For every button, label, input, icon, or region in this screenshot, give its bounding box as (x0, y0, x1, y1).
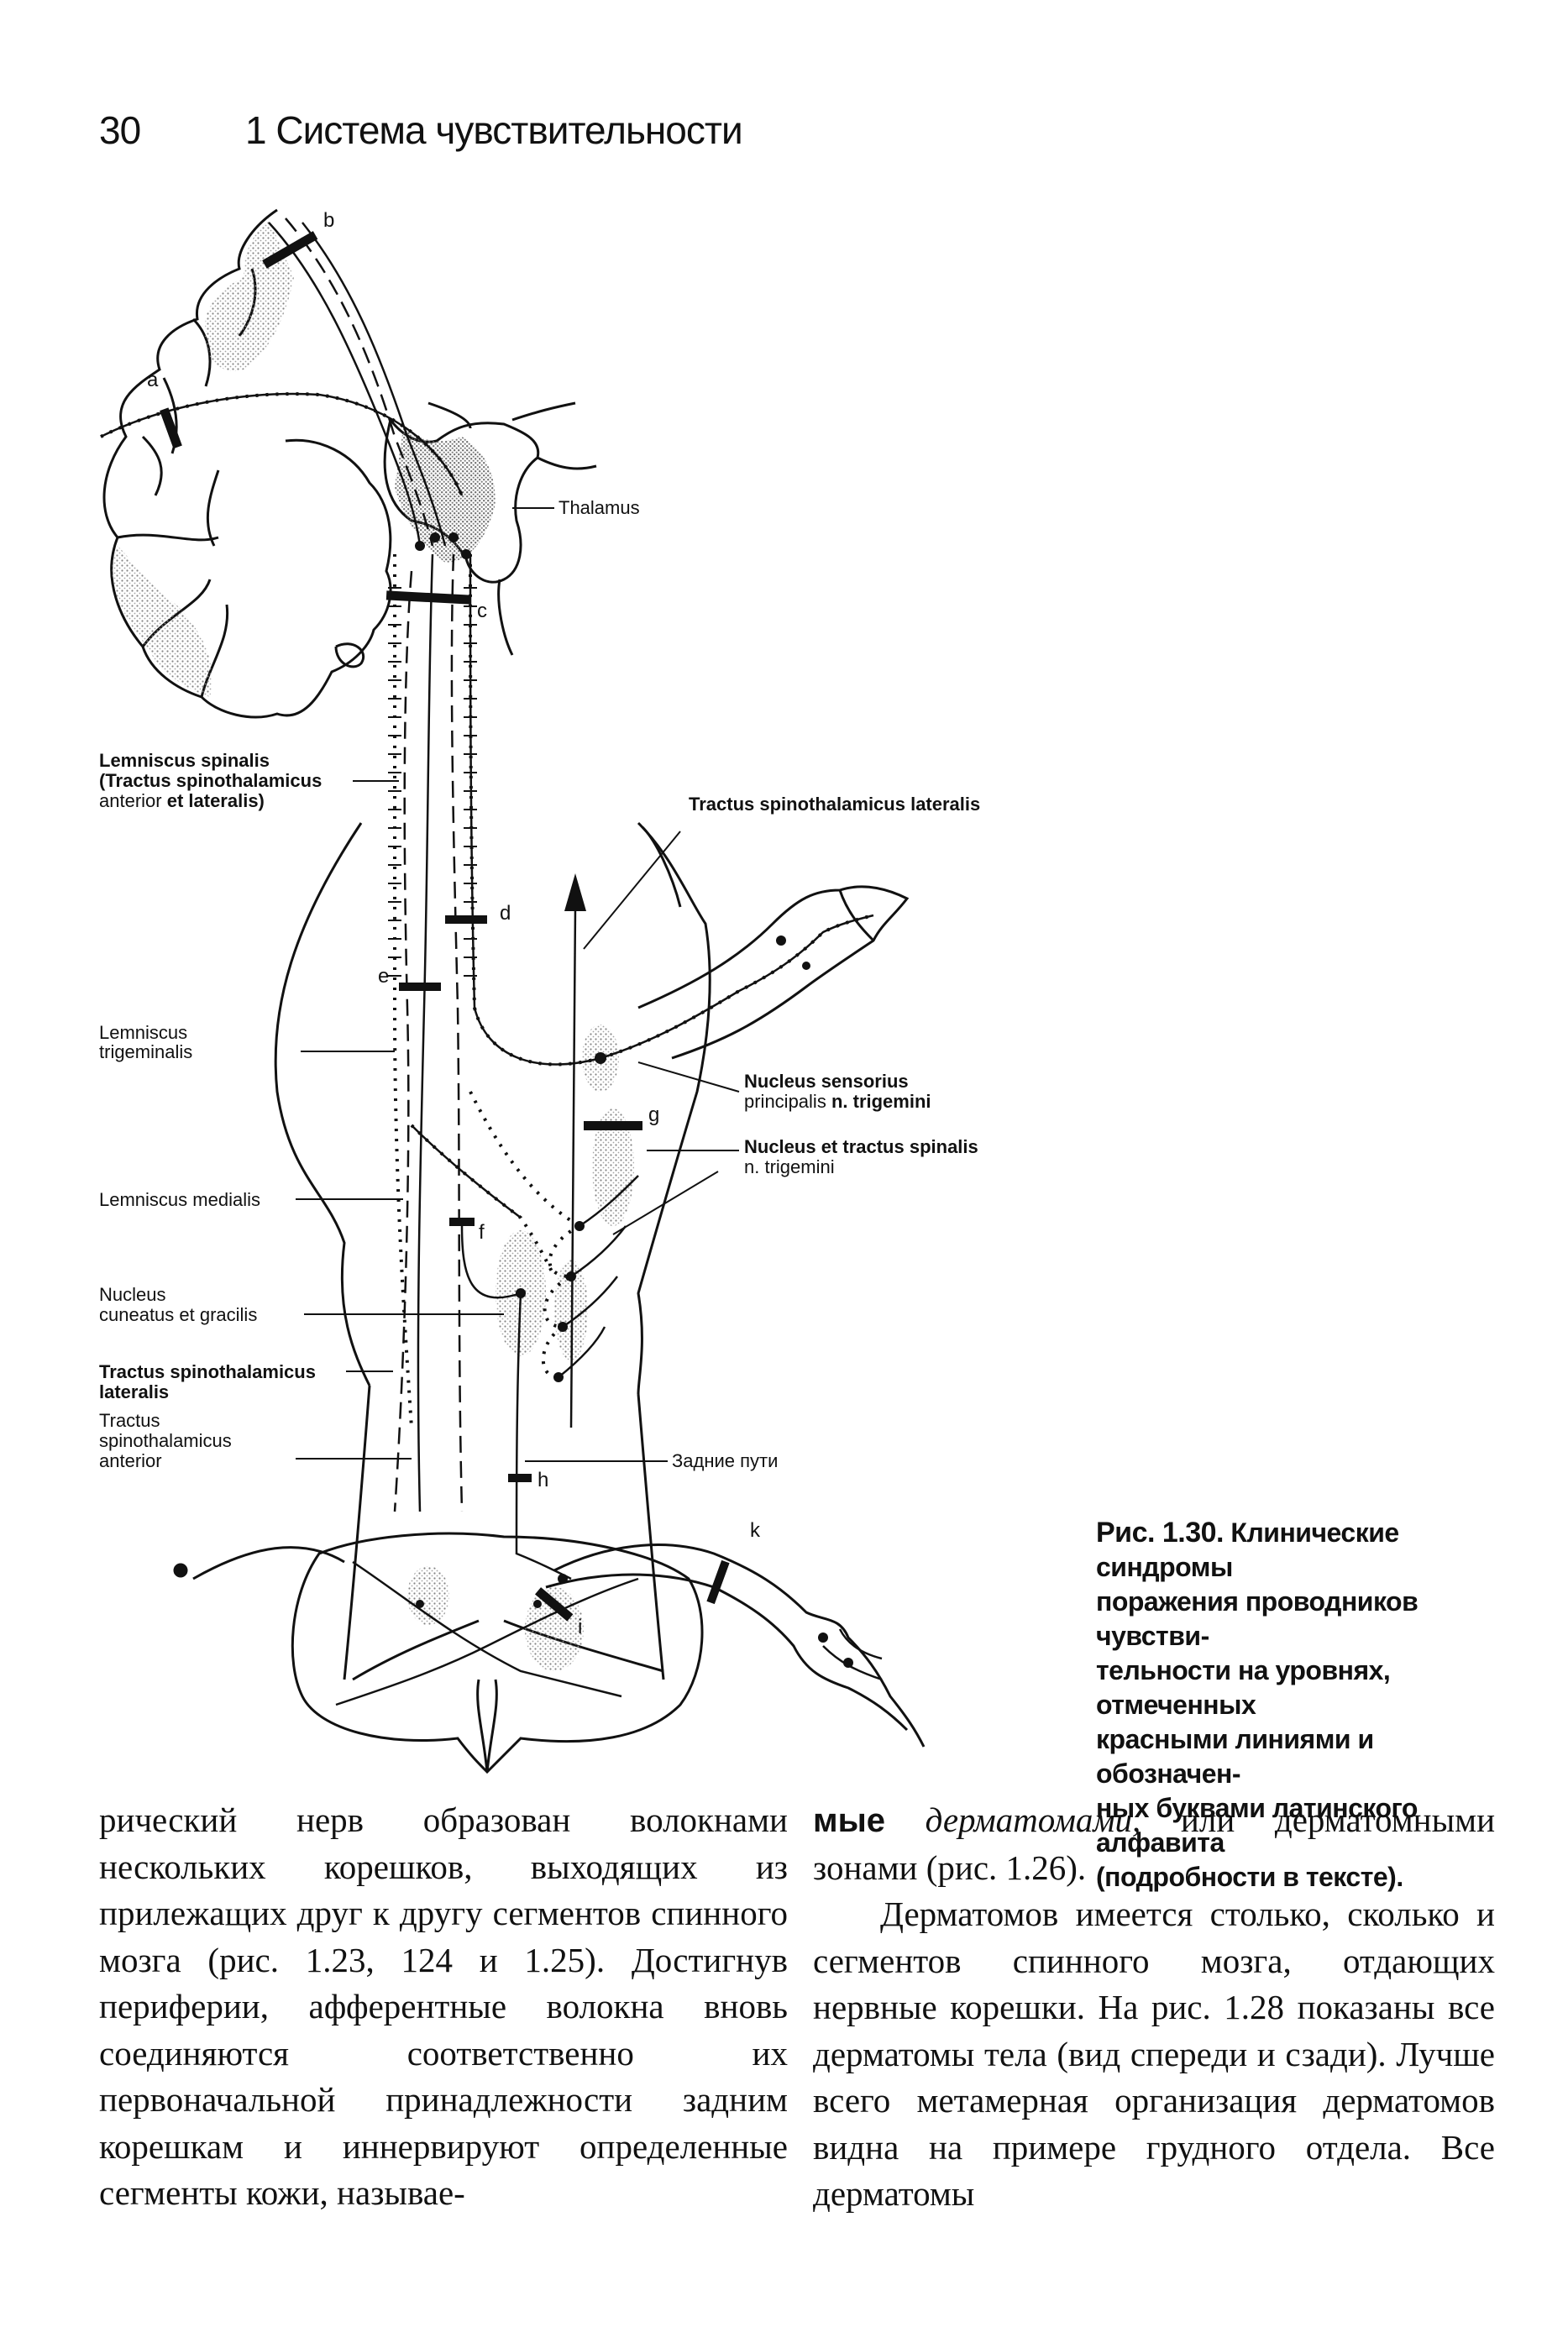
right-paragraph-2: Дерматомов имеется столько, сколько и се… (813, 1895, 1495, 2213)
lesion-bar-a (160, 407, 182, 449)
lesion-bar-h (508, 1474, 532, 1482)
spinal-cord-section (291, 1532, 704, 1774)
letter-e: e (378, 965, 389, 988)
caption-line-5: ных буквами латинского алфавита (1096, 1793, 1418, 1858)
label-lemniscus-trigeminalis-1: Lemniscus (99, 1022, 187, 1043)
letter-a: a (147, 369, 159, 391)
lesion-bar-f (449, 1218, 475, 1226)
label-tractus-spth: (Tractus spinothalamicus (99, 770, 322, 791)
fiber-ticks (388, 587, 477, 977)
figure-number: Рис. 1.30. (1096, 1517, 1225, 1549)
label-lemniscus-trigeminalis-2: trigeminalis (99, 1041, 192, 1062)
label-tractus-ant-3: anterior (99, 1450, 162, 1471)
dorsal-horn-stipple (525, 1587, 584, 1671)
page-number: 30 (99, 108, 141, 152)
letter-i: i (578, 1616, 582, 1638)
label-tractus-lat-1: Tractus spinothalamicus (99, 1361, 316, 1382)
lesion-bar-e (399, 983, 441, 991)
label-tractus-ant-1: Tractus (99, 1410, 160, 1431)
lesion-bar-k (706, 1559, 730, 1605)
label-thalamus: Thalamus (559, 497, 640, 518)
caption-line-1: Клинические синдромы (1096, 1517, 1399, 1582)
caption-line-2: поражения проводников чувстви- (1096, 1586, 1419, 1651)
lesion-bar-i (534, 1587, 574, 1622)
label-n-trigemini: n. trigemini (744, 1156, 835, 1177)
figure-caption: Рис. 1.30. Клинические синдромы поражени… (1096, 1516, 1516, 1895)
body-left-column: рический нерв образован волокнами нескол… (99, 1797, 788, 2217)
label-lemniscus-spinalis: Lemniscus spinalis (99, 750, 270, 771)
label-lemniscus-medialis: Lemniscus medialis (99, 1189, 260, 1210)
right-paragraph-1: мые дерматомами, или дерматомными зонами… (813, 1800, 1496, 1887)
label-tractus-lat-2: lateralis (99, 1381, 169, 1402)
thalamus-stipple (395, 428, 496, 563)
dorsal-root (553, 1543, 926, 1748)
label-principalis: principalis n. trigemini (744, 1091, 931, 1112)
letter-k: k (750, 1519, 761, 1542)
label-zadnie-puti: Задние пути (672, 1450, 778, 1471)
label-nucleus-sensorius: Nucleus sensorius (744, 1071, 909, 1092)
left-paragraph: рический нерв образован волокнами нескол… (99, 1800, 788, 2212)
label-nucleus-cuneatus-2: cuneatus et gracilis (99, 1304, 257, 1325)
letter-d: d (500, 902, 511, 925)
spinal-trigeminal-stipple (592, 1108, 634, 1226)
caption-line-4: красными линиями и обозначен- (1096, 1724, 1374, 1789)
brainstem-outline (274, 822, 371, 1386)
letter-f: f (479, 1221, 485, 1244)
cortex-outline (102, 208, 392, 719)
lesion-bar-b (262, 231, 318, 269)
label-tractus-ant-2: spinothalamicus (99, 1430, 232, 1451)
letter-h: h (538, 1469, 548, 1491)
chapter-title: 1 Система чувствительности (245, 108, 743, 152)
caption-line-3: тельности на уровнях, отмеченных (1096, 1655, 1391, 1720)
trigeminal-nerve (637, 885, 910, 1060)
label-anterior-lateralis: anterior et lateralis) (99, 790, 265, 811)
cortex-stipple (112, 218, 294, 697)
caption-line-6: (подробности в тексте). (1096, 1862, 1403, 1892)
lesion-bar-c (385, 590, 471, 605)
label-nucleus-cuneatus-1: Nucleus (99, 1284, 165, 1305)
letter-g: g (648, 1103, 659, 1126)
letter-b: b (323, 209, 334, 232)
ascending-arrow (564, 873, 586, 911)
lesion-bar-g (584, 1121, 642, 1130)
label-nucleus-et-tractus: Nucleus et tractus spinalis (744, 1136, 978, 1157)
sensory-pathways-figure: a b c d e f g h i k Thalamus Lemniscus s… (99, 208, 980, 1774)
label-tractus-spinothalamicus-lateralis-top: Tractus spinothalamicus lateralis (689, 794, 980, 815)
body-right-column: мые дерматомами, или дерматомными зонами… (813, 1797, 1495, 2218)
letter-c: c (477, 600, 487, 622)
